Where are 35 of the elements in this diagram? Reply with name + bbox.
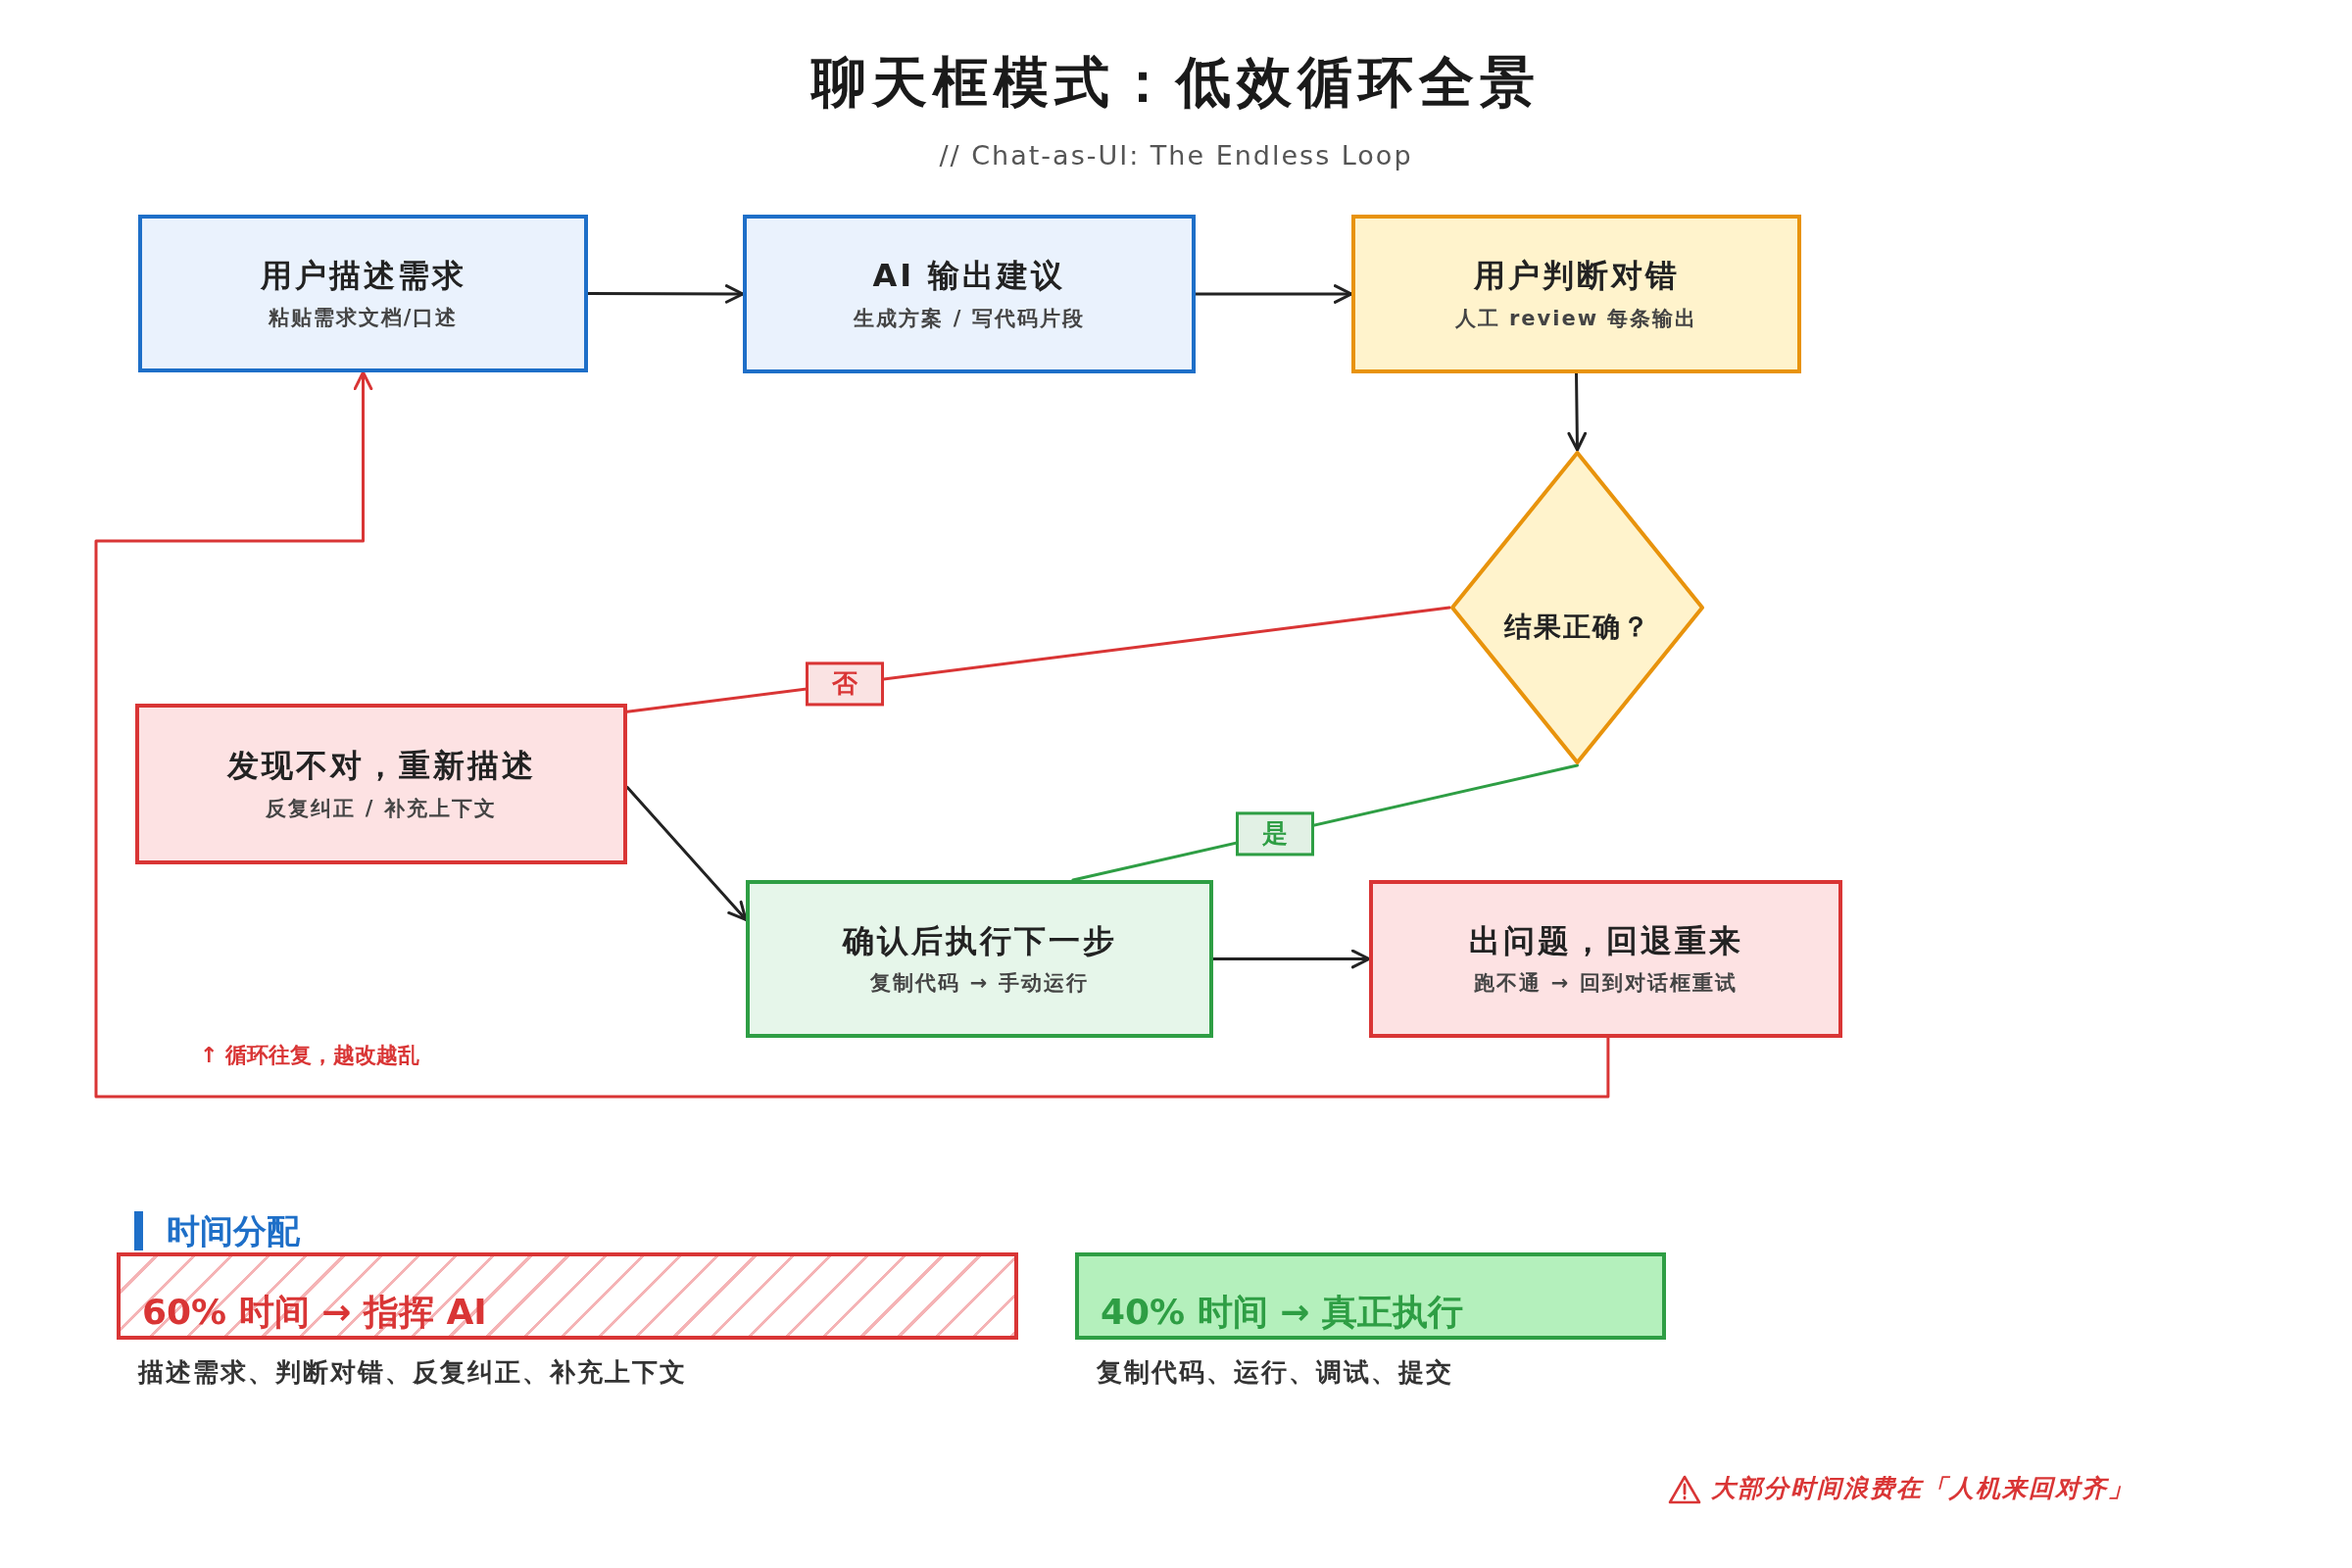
- title: 聊天框模式：低效循环全景: [811, 49, 1541, 116]
- edge-label: 否: [806, 662, 885, 707]
- process-box: [743, 215, 1196, 373]
- node-title: 确认后执行下一步: [842, 921, 1117, 960]
- process-box: [138, 215, 588, 372]
- node-title: 用户判断对错: [1473, 257, 1680, 295]
- node-title: 用户描述需求: [260, 256, 466, 295]
- arrow: [94, 370, 1610, 1099]
- time-bar: [117, 1252, 1018, 1340]
- node-title: 结果正确？: [1503, 611, 1651, 644]
- node-title: 出问题，回退重来: [1468, 921, 1743, 960]
- process-box: [135, 704, 627, 864]
- arrow: [1567, 371, 1588, 452]
- node-subtitle: 生成方案 / 写代码片段: [854, 306, 1085, 331]
- node-title: 发现不对，重新描述: [226, 747, 536, 785]
- node-subtitle: 人工 review 每条输出: [1454, 306, 1698, 331]
- warning-note: 大部分时间浪费在「人机来回对齐」: [1711, 1474, 2134, 1503]
- bar-caption: 复制代码、运行、调试、提交: [1097, 1357, 1453, 1389]
- subtitle: // Chat-as-UI: The Endless Loop: [939, 140, 1413, 172]
- edge-label: 是: [1235, 811, 1314, 857]
- bar-label: 60% 时间 → 指挥 AI: [142, 1291, 487, 1332]
- note-text: ↑ 循环往复，越改越乱: [200, 1043, 420, 1069]
- time-bar: [1075, 1252, 1666, 1340]
- node-subtitle: 跑不通 → 回到对话框重试: [1474, 971, 1738, 997]
- decision-diamond: [1449, 450, 1705, 765]
- node-subtitle: 复制代码 → 手动运行: [870, 971, 1089, 997]
- section-heading: 时间分配: [134, 1211, 300, 1250]
- node-title: AI 输出建议: [872, 257, 1066, 295]
- bar-label: 40% 时间 → 真正执行: [1101, 1291, 1463, 1332]
- process-box: [1369, 880, 1842, 1038]
- bar-caption: 描述需求、判断对错、反复纠正、补充上下文: [138, 1357, 687, 1389]
- node-subtitle: 粘贴需求文档/口述: [268, 306, 459, 331]
- process-box: [1351, 215, 1801, 373]
- node-subtitle: 反复纠正 / 补充上下文: [266, 796, 497, 821]
- process-box: [746, 880, 1213, 1038]
